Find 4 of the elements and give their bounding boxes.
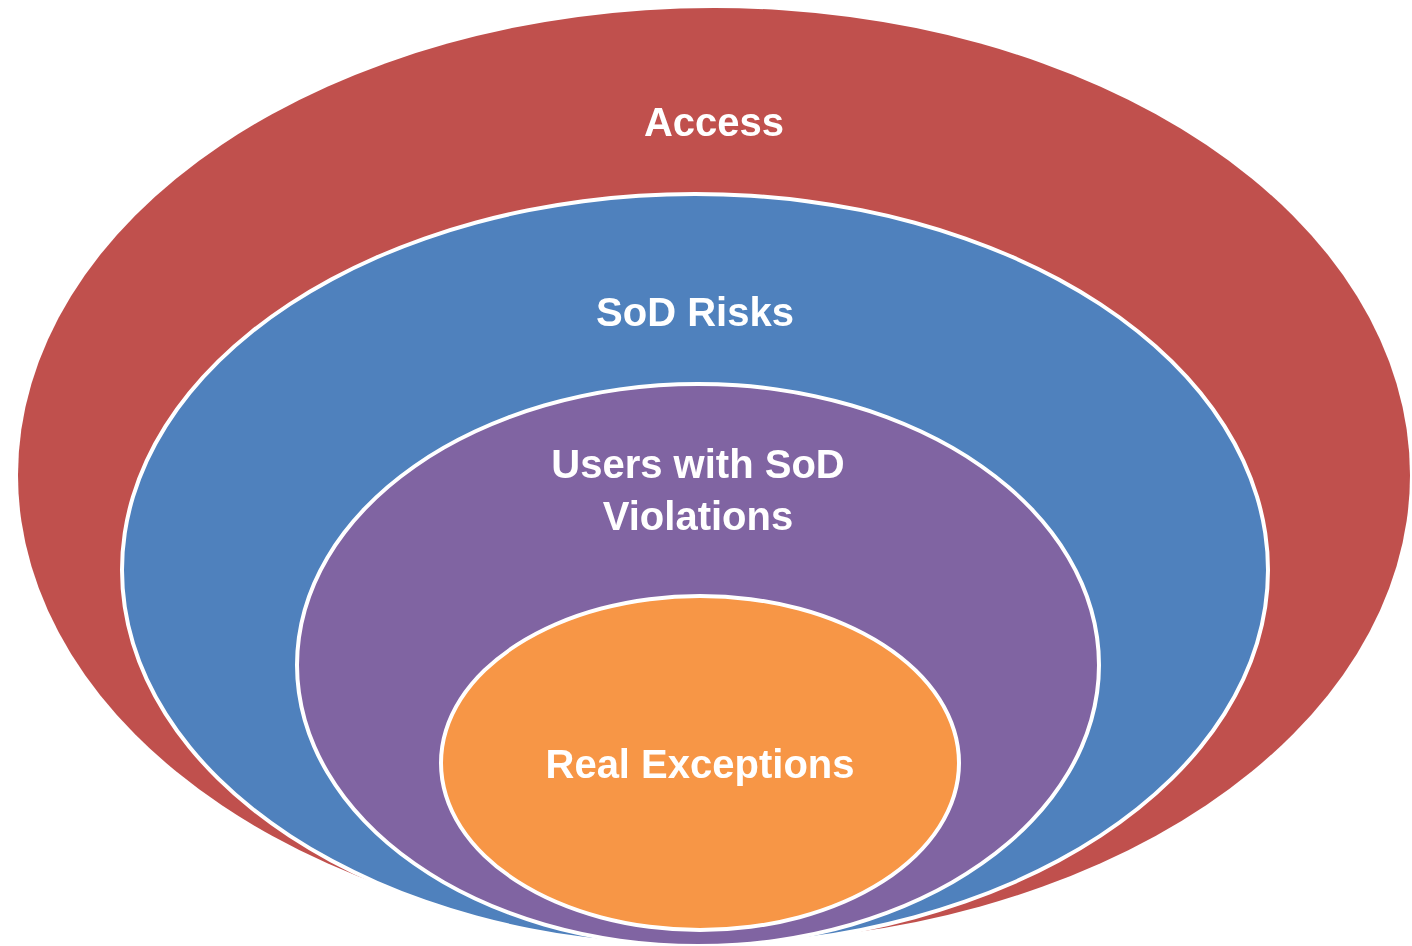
ellipse-label: Real Exceptions xyxy=(545,741,855,788)
ellipse-label: Users with SoD Violations xyxy=(550,441,846,540)
ellipse-label: SoD Risks xyxy=(596,289,794,336)
ellipse-label: Access xyxy=(643,99,785,146)
